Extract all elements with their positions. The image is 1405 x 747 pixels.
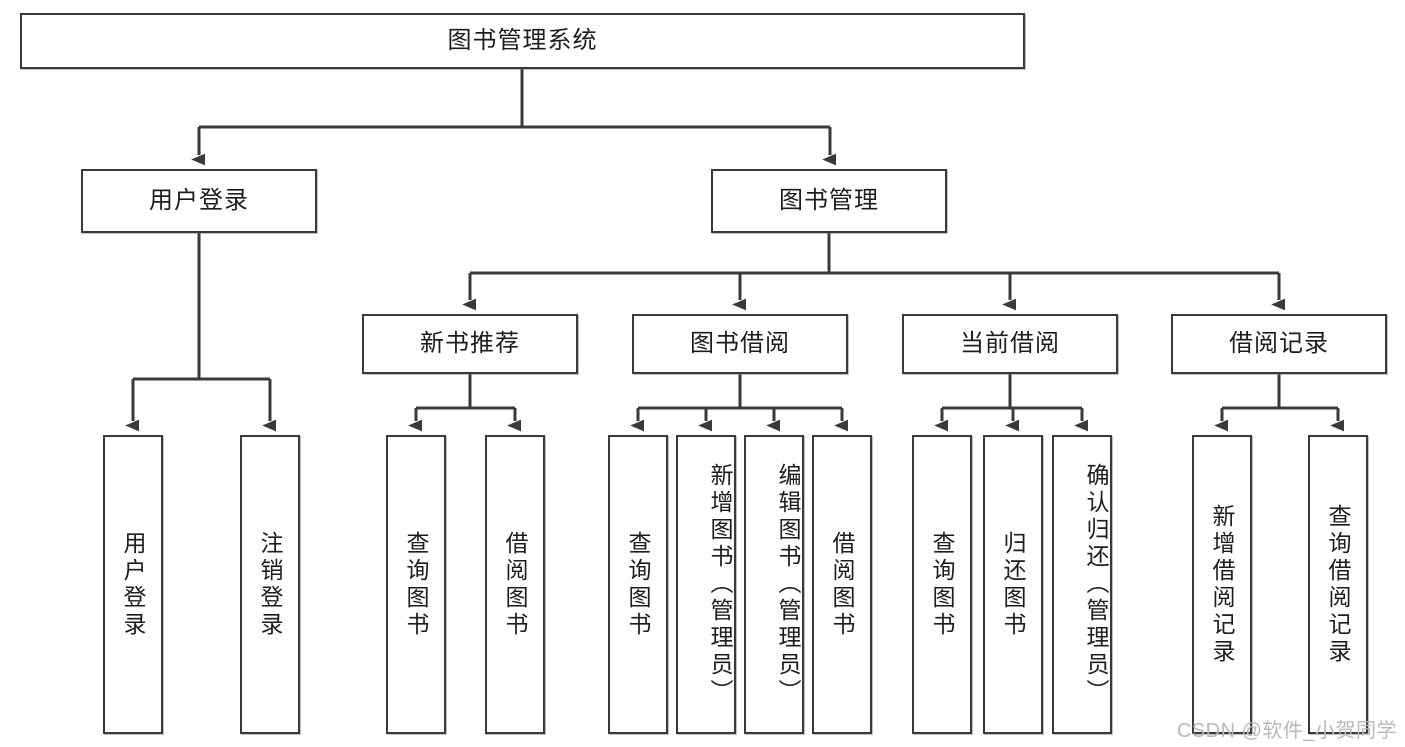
node-leaf-query-record-label: 查询借阅记录 [1325, 503, 1352, 666]
node-book-borrow[interactable]: 图书借阅 [632, 314, 848, 374]
node-book-borrow-label: 图书借阅 [690, 329, 790, 357]
node-leaf-return-book[interactable]: 归还图书 [983, 435, 1043, 734]
node-leaf-query-book-rec[interactable]: 查询图书 [386, 435, 446, 734]
node-current-borrow[interactable]: 当前借阅 [902, 314, 1118, 374]
node-leaf-add-book-label: 新增图书（管理员） [707, 463, 733, 706]
node-borrow-record-label: 借阅记录 [1229, 329, 1329, 357]
node-leaf-borrow-book-rec[interactable]: 借阅图书 [485, 435, 545, 734]
node-leaf-add-record-label: 新增借阅记录 [1209, 503, 1236, 666]
node-borrow-record[interactable]: 借阅记录 [1171, 314, 1387, 374]
node-root-label: 图书管理系统 [447, 26, 598, 54]
node-user-login-label: 用户登录 [149, 186, 249, 214]
node-leaf-user-login-label: 用户登录 [120, 530, 147, 639]
node-leaf-logout-label: 注销登录 [257, 530, 284, 639]
node-root[interactable]: 图书管理系统 [20, 13, 1025, 69]
node-leaf-query-book-cur-label: 查询图书 [929, 530, 956, 639]
node-leaf-query-book-borrow-label: 查询图书 [625, 530, 652, 639]
node-leaf-edit-book[interactable]: 编辑图书（管理员） [744, 435, 804, 734]
node-leaf-logout[interactable]: 注销登录 [240, 435, 300, 734]
node-leaf-confirm-return-label: 确认归还（管理员） [1083, 463, 1109, 706]
node-leaf-return-book-label: 归还图书 [1000, 530, 1027, 639]
node-leaf-borrow-book[interactable]: 借阅图书 [812, 435, 872, 734]
node-leaf-query-book-borrow[interactable]: 查询图书 [608, 435, 668, 734]
node-book-manage-label: 图书管理 [779, 186, 879, 214]
node-leaf-user-login[interactable]: 用户登录 [103, 435, 163, 734]
node-leaf-query-record[interactable]: 查询借阅记录 [1308, 435, 1368, 734]
node-book-manage[interactable]: 图书管理 [711, 169, 947, 233]
node-current-borrow-label: 当前借阅 [960, 329, 1060, 357]
node-user-login[interactable]: 用户登录 [81, 169, 317, 233]
node-leaf-query-book-cur[interactable]: 查询图书 [912, 435, 972, 734]
node-leaf-edit-book-label: 编辑图书（管理员） [775, 463, 801, 706]
node-leaf-query-book-rec-label: 查询图书 [403, 530, 430, 639]
node-new-book-recommend[interactable]: 新书推荐 [362, 314, 578, 374]
node-leaf-borrow-book-rec-label: 借阅图书 [502, 530, 529, 639]
node-new-book-recommend-label: 新书推荐 [420, 329, 520, 357]
node-leaf-confirm-return[interactable]: 确认归还（管理员） [1052, 435, 1112, 734]
node-leaf-add-book[interactable]: 新增图书（管理员） [676, 435, 736, 734]
node-leaf-add-record[interactable]: 新增借阅记录 [1192, 435, 1252, 734]
watermark-text: CSDN @软件_小贺同学 [1176, 720, 1397, 742]
node-leaf-borrow-book-label: 借阅图书 [829, 530, 856, 639]
